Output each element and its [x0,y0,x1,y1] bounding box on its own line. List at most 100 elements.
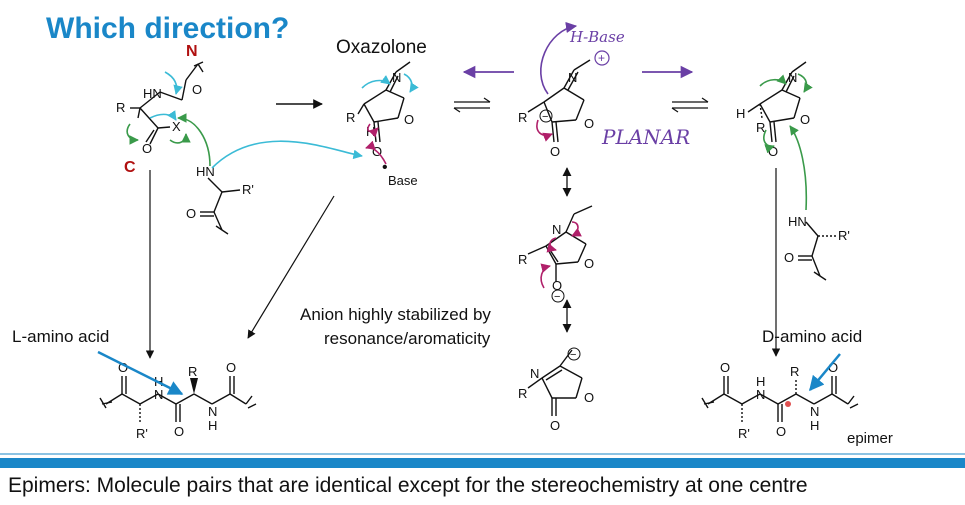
anion-charge [539,109,553,123]
green-arrow [759,74,787,87]
stereocentre-marker [785,401,791,407]
atom-C-label: C [124,159,136,176]
atom-N-label: N [208,404,217,419]
green-arrow [177,113,211,167]
cyan-arrow [149,110,177,121]
wedge-bond [190,378,198,394]
atom-R-prime-label: R' [136,426,148,441]
atom-R-label: R [116,100,125,115]
anion-charge-sign: − [554,291,560,303]
atom-HN-label: HN [788,214,807,229]
footer-definition: Epimers: Molecule pairs that are identic… [8,474,808,497]
atom-R-label: R [518,252,527,267]
blue-pointer-arrow [97,350,184,396]
atom-O-label: O [142,141,152,156]
atom-O-label: O [584,390,594,405]
base-label: Base [388,173,418,188]
d-dipeptide [701,376,859,422]
magenta-arrow [546,237,557,253]
cyan-arrow [211,140,363,169]
green-arrow [797,73,813,93]
atom-O-label: O [186,206,196,221]
atom-N-label: N [756,387,765,402]
atom-O-label: O [552,278,562,293]
atom-O-label: O [720,360,730,375]
anion-caption-line2: resonance/aromaticity [324,329,491,348]
green-arrow [789,125,808,211]
anion-charge-sign: − [542,111,548,123]
anion-charge [551,289,565,303]
plus-charge: + [598,51,605,65]
cyan-arrow [403,73,419,93]
blue-pointer-arrow [809,353,841,392]
atom-O-label: O [550,144,560,159]
reaction-arrow [247,195,335,339]
activated-amino-acid [130,61,204,145]
atom-N-label: N [552,222,561,237]
cyan-arrow [164,71,183,95]
green-arrow [763,129,775,154]
d-amino-acid-label: D-amino acid [762,327,863,346]
amine-nucleophile-right [798,221,836,281]
atom-O-label: O [192,82,202,97]
atom-H-label: H [810,418,819,433]
oxazolone-structure [357,61,411,143]
green-arrow [126,123,139,145]
atom-N-label: N [568,70,577,85]
inverted-oxazolone [747,61,807,143]
atom-R-prime-label: R' [738,426,750,441]
atom-R-label: R [346,110,355,125]
atom-X-label: X [172,119,181,134]
atom-R-label: R [518,386,527,401]
footer-bar [0,458,965,468]
atom-O-label: O [584,256,594,271]
h-base-annotation: H-Base [569,28,625,46]
atom-R-label: R [790,364,799,379]
atom-H-label: H [736,106,745,121]
planar-anion-structure [527,59,591,143]
atom-R-prime-label: R' [838,228,850,243]
cyan-arrow [361,74,391,89]
anion-caption-line1: Anion highly stabilized by [300,305,491,324]
l-dipeptide [99,376,257,422]
divider-line [0,453,965,455]
atom-O-label: O [800,112,810,127]
magenta-arrow [540,263,551,289]
epimer-label: epimer [847,430,893,447]
atom-N-label: N [530,366,539,381]
atom-N-label: N [810,404,819,419]
atom-O-label: O [550,418,560,433]
atom-O-label: O [828,360,838,375]
plus-charge-ring [594,50,610,66]
atom-N-label: N [392,70,401,85]
amine-nucleophile [200,177,241,235]
atom-O-label: O [118,360,128,375]
magenta-arrow [571,221,582,237]
atom-R-label: R [188,364,197,379]
green-arrow [169,133,191,144]
atom-O-label: O [174,424,184,439]
oxazolone-label: Oxazolone [336,37,427,58]
equilibrium-arrow [671,97,709,113]
atom-O-label: O [226,360,236,375]
base-dot: • [382,159,388,176]
anion-charge-sign: − [570,349,576,361]
atom-HN-label: HN [196,164,215,179]
equilibrium-arrow [453,97,491,113]
l-amino-acid-label: L-amino acid [12,327,110,346]
atom-H-label: H [208,418,217,433]
planar-annotation: PLANAR [601,125,690,149]
magenta-arrow [536,119,553,142]
atom-N-label: N [186,43,198,60]
atom-R-label: R [756,120,765,135]
magenta-arrow [365,140,387,165]
atom-O-label: O [584,116,594,131]
atom-HN-label: HN [143,86,162,101]
slide-title: Which direction? [46,12,290,45]
purple-arrow [539,21,578,95]
atom-R-prime-label: R' [242,182,254,197]
atom-O-label: O [404,112,414,127]
magenta-arrow [367,123,379,138]
atom-O-label: O [784,250,794,265]
